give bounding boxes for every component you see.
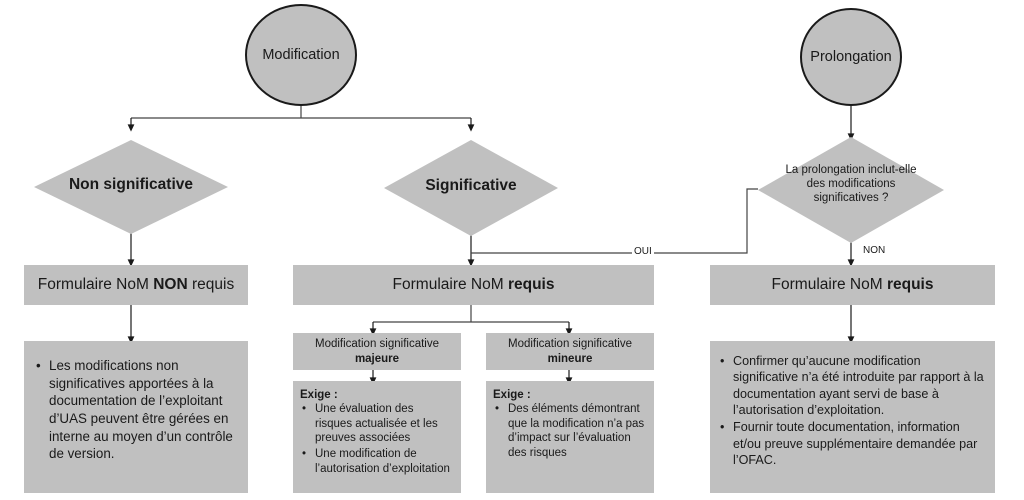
list-item: Des éléments démontrant que la modificat… [493, 402, 646, 461]
node-prolongation-question-line3: significatives ? [813, 192, 889, 204]
mineure-bullet-list: Des éléments démontrant que la modificat… [493, 402, 646, 461]
box-formulaire-nom-requis-significative-title: Formulaire NoM requis [393, 275, 555, 294]
node-modification-label: Modification [262, 46, 340, 63]
node-non-significative-label: Non significative [68, 176, 194, 193]
majeure-bullet-list: Une évaluation des risques actualisée et… [300, 401, 453, 477]
box-formulaire-nom-non-requis-title: Formulaire NoM NON requis [38, 275, 234, 294]
nom-prol-bold: requis [886, 276, 934, 294]
nom-non-suffix: requis [187, 276, 235, 294]
box-formulaire-nom-requis-prolongation[interactable]: Formulaire NoM requis [710, 265, 995, 305]
list-item: Confirmer qu’aucune modification signifi… [718, 352, 985, 418]
box-non-significative-details[interactable]: Les modifications non significatives app… [24, 341, 248, 493]
list-item: Fournir toute documentation, information… [718, 419, 985, 468]
mineure-line2: mineure [547, 352, 593, 365]
list-item: Une évaluation des risques actualisée et… [300, 401, 453, 446]
edge-label-oui: OUI [632, 246, 654, 257]
box-modification-significative-mineure[interactable]: Modification significative mineure [486, 333, 654, 370]
box-mineure-header-text: Modification significative mineure [508, 337, 632, 367]
edge-label-non: NON [861, 245, 888, 256]
list-item: Une modification de l’autorisation d’exp… [300, 447, 453, 476]
nom-sig-prefix: Formulaire NoM [392, 276, 508, 294]
node-significative-label: Significative [425, 177, 517, 194]
box-formulaire-nom-non-requis[interactable]: Formulaire NoM NON requis [24, 265, 248, 305]
box-prolongation-details[interactable]: Confirmer qu’aucune modification signifi… [710, 341, 995, 493]
node-modification[interactable]: Modification [245, 4, 357, 106]
box-majeure-header-text: Modification significative majeure [315, 337, 439, 367]
nom-prol-prefix: Formulaire NoM [771, 276, 887, 294]
mineure-line1: Modification significative [507, 337, 632, 350]
box-formulaire-nom-requis-prolongation-title: Formulaire NoM requis [772, 275, 934, 294]
majeure-line2: majeure [354, 352, 400, 365]
list-item: Les modifications non significatives app… [34, 356, 236, 463]
majeure-exige-label: Exige : [300, 389, 338, 401]
non-significative-bullet-list: Les modifications non significatives app… [34, 356, 236, 463]
box-formulaire-nom-requis-significative[interactable]: Formulaire NoM requis [293, 265, 654, 305]
box-modification-significative-majeure[interactable]: Modification significative majeure [293, 333, 461, 370]
node-prolongation-question-line1: La prolongation inclut-elle [785, 164, 917, 176]
nom-sig-bold: requis [507, 276, 555, 294]
nom-non-bold: NON [153, 276, 188, 294]
node-non-significative[interactable]: Non significative [34, 140, 228, 234]
box-mineure-exige[interactable]: Exige : Des éléments démontrant que la m… [486, 381, 654, 493]
box-majeure-exige[interactable]: Exige : Une évaluation des risques actua… [293, 381, 461, 493]
node-prolongation-question-line2: des modifications [806, 178, 896, 190]
node-prolongation[interactable]: Prolongation [800, 8, 902, 106]
nom-non-prefix: Formulaire NoM [37, 276, 154, 294]
node-prolongation-question[interactable]: La prolongation inclut-elle des modifica… [758, 137, 944, 243]
prolongation-bullet-list: Confirmer qu’aucune modification signifi… [718, 352, 985, 469]
node-prolongation-label: Prolongation [810, 48, 892, 65]
majeure-line1: Modification significative [314, 337, 439, 350]
mineure-exige-label: Exige : [493, 389, 531, 401]
node-significative[interactable]: Significative [384, 140, 558, 236]
